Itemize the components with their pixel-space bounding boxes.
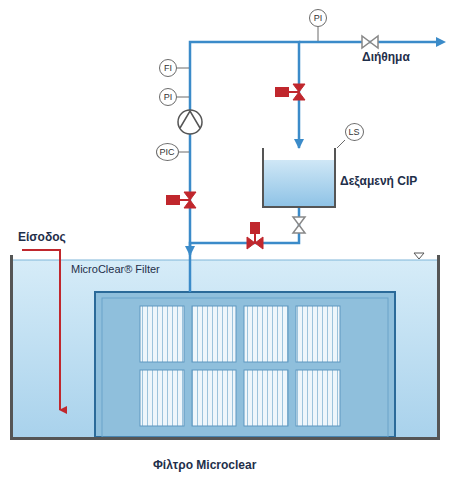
instrument-bubble: LS (345, 123, 364, 141)
instrument-bubble: PI (309, 9, 327, 27)
tank-label: Δεξαμενή CIP (340, 174, 417, 188)
filter-frame (102, 298, 388, 437)
instrument-bubble: FI (159, 59, 177, 77)
inlet-label: Είσοδος (18, 230, 66, 244)
actuated-valve (275, 84, 305, 100)
filter-module (95, 292, 395, 437)
instrument-tag: PI (314, 13, 323, 23)
water-level (13, 260, 437, 261)
instrument-tag: FI (164, 63, 172, 73)
manual-valve (293, 217, 305, 233)
pipe-connector (190, 42, 299, 255)
inlet-arrow (22, 250, 60, 410)
instrument-tag: LS (348, 127, 359, 137)
filtrate-arrowhead (436, 37, 446, 47)
actuated-valve (166, 192, 196, 208)
basin-water (13, 260, 437, 437)
pump-symbol (178, 110, 202, 134)
filtrate-pipe (299, 41, 436, 44)
caption: Φίλτρο Microclear (153, 458, 256, 472)
membrane-panels (140, 306, 340, 426)
instrument-bubble: PI (159, 88, 177, 106)
filter-basin: MicroClear® Filter (10, 255, 440, 440)
cip-water (264, 160, 334, 206)
actuated-valve (247, 222, 263, 249)
filtrate-label: Διήθημα (362, 50, 410, 64)
level-mark (414, 253, 424, 259)
instrument-tag: PI (164, 92, 173, 102)
suction-pipe (189, 255, 192, 292)
manual-valve (362, 36, 378, 48)
instrument-leaders (177, 27, 345, 152)
filter-label: MicroClear® Filter (71, 263, 160, 275)
pipe-connector (190, 208, 299, 255)
instrument-tag: PIC (159, 147, 174, 157)
instrument-bubble: PIC (156, 143, 179, 161)
cip-tank: Δεξαμενή CIP (262, 148, 336, 208)
